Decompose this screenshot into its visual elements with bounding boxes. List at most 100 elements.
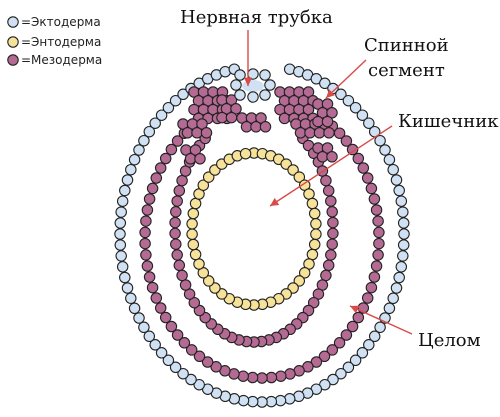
somite-cell [196,118,208,130]
ectoderm-cell [155,347,168,359]
mesoderm-cell [141,204,154,216]
mesoderm-cell [340,135,353,147]
mesoderm-cell [185,344,198,356]
mesoderm-cell [179,279,192,291]
ectoderm-cell [383,153,396,166]
ectoderm-cell [383,302,396,315]
neural-tube-cell [247,91,259,103]
mesoderm-outer-ring [139,113,385,384]
mesoderm-cell [140,215,152,227]
endoderm-cell [293,275,306,287]
somite-cell [250,121,262,133]
mesoderm-cell [368,271,381,283]
ectoderm-cell [119,271,131,284]
somite-cell [225,94,238,106]
mesoderm-cell [326,206,338,218]
endoderm-cell [308,238,321,251]
ectoderm-cell [125,292,137,305]
ectoderm-cell [393,184,405,197]
legend-label-endoderm: =Энтодерма [21,35,101,49]
mesoderm-cell [312,288,325,300]
mesoderm-cell [150,172,163,184]
neural-tube-cell [234,89,246,101]
ectoderm-cell [397,250,409,262]
neural-tube-cell [259,69,271,81]
somite-cell [216,111,228,124]
endoderm-cell [186,228,198,240]
ectoderm-cell [397,217,410,229]
ectoderm-cell [387,163,399,176]
mesoderm-cell [307,296,320,309]
mesoderm-cell [256,372,268,384]
ectoderm-cell [177,88,189,101]
mesoderm-cell [176,269,188,282]
ectoderm-cell [374,321,386,334]
somite-cell [321,98,334,110]
mesoderm-cell [139,226,151,239]
neural-tube-label: Нервная трубка [180,7,333,28]
endoderm-cell [310,218,322,230]
mesoderm-cell [165,320,178,333]
ectoderm-cell [114,228,126,240]
endoderm-ring [186,147,322,311]
endoderm-cell [308,207,321,220]
mesoderm-cell [373,237,385,250]
ectoderm-cell [162,354,175,367]
somite-cell [191,127,203,139]
ectoderm-cell [387,292,399,305]
ectoderm-cell [138,321,150,334]
ectoderm-ring [114,63,410,408]
somite-cell [184,153,197,165]
ectoderm-cell [395,261,408,273]
endoderm-cell [303,188,315,200]
mesoderm-cell [171,135,184,147]
mesoderm-cell [143,271,156,283]
endoderm-cell [202,171,215,183]
mesoderm-cell [141,260,154,272]
mesoderm-cell [325,195,337,207]
mesoderm-cell [143,193,156,205]
somite-cell [321,115,334,128]
endoderm-cell [202,275,215,287]
ectoderm-cell [177,367,189,380]
mesoderm-cell [322,259,335,272]
mesoderm-cell [368,193,381,205]
somite-cell [194,153,206,165]
mesoderm-cell [322,184,335,197]
somite-cell [181,127,194,139]
ectoderm-cell [116,195,129,207]
somite-cell [302,103,315,116]
ectoderm-cell [121,174,134,186]
ectoderm-cell [128,153,141,166]
endoderm-cell [239,147,252,160]
gut-arrow [269,125,393,207]
ectoderm-cell [283,393,296,405]
ectoderm-cell [138,134,150,147]
somite-cell [312,115,324,128]
ectoderm-cell [363,117,375,129]
endoderm-cell [186,218,198,230]
mesoderm-cell [318,350,331,363]
legend-label-mesoderm: =Мезодерма [21,53,102,67]
somite-cell [316,151,329,163]
ectoderm-cell [349,101,362,114]
segment-label-line1: Спинной [364,35,449,56]
ectoderm-cell [115,206,127,218]
mesoderm-cell [346,143,359,156]
ectoderm-cell [390,282,403,294]
mesoderm-cell [370,260,383,272]
ectoderm-cell [155,109,168,121]
ectoderm-cell [121,282,134,294]
mesoderm-cell [154,162,167,174]
mesoderm-cell [173,184,186,197]
mesoderm-cell [193,350,206,363]
mesoderm-cell [146,182,159,195]
endoderm-cell [209,282,221,294]
somite-cell [326,107,338,119]
somite-cell [302,86,315,98]
mesoderm-cell [169,216,181,229]
mesoderm-cell [150,292,163,304]
mesoderm-cell [165,143,178,156]
mesoderm-cell [352,152,365,165]
